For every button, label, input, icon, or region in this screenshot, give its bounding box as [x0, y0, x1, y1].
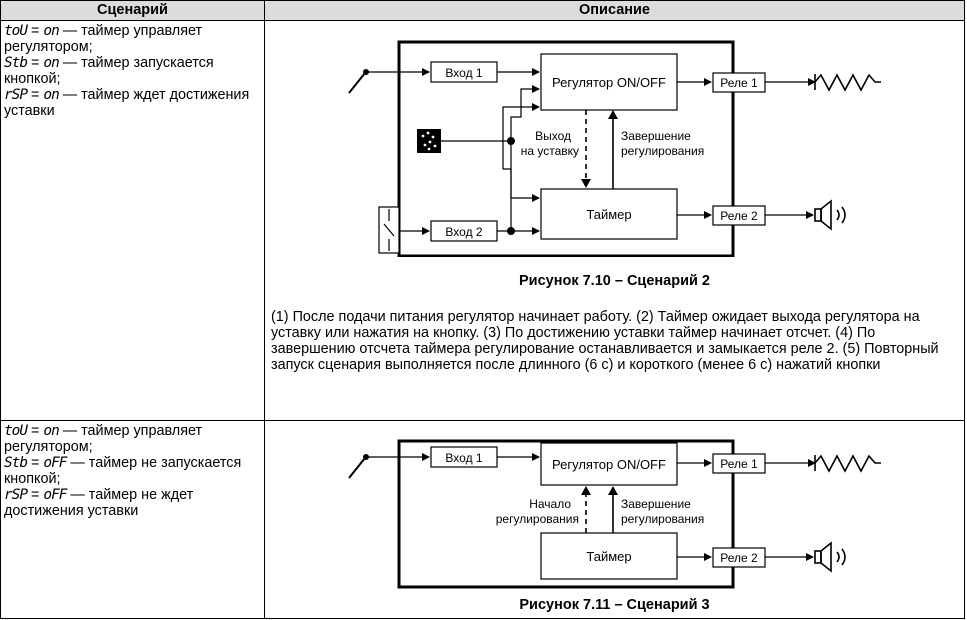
- param-code: rSP: [4, 87, 28, 103]
- param-description: — таймер управляет регулятором;: [4, 423, 203, 455]
- scenario-cell: toU = on — таймер управляет регулятором;…: [0, 420, 265, 619]
- heater-icon: [814, 73, 881, 92]
- param-description: — таймер ждет достижения уставки: [4, 87, 250, 119]
- arrow-label-regulation: регулирования: [621, 512, 704, 526]
- table-header-row: Сценарий Описание: [0, 0, 965, 21]
- relay-1-label: Реле 1: [720, 457, 758, 471]
- param-code: toU: [4, 423, 28, 439]
- arrow-label-exit: Выход: [535, 129, 571, 143]
- description-cell: Вход 1 Регулятор ON/OFF Реле 1: [264, 20, 965, 421]
- param-value: on: [43, 87, 59, 103]
- scenario-line: Stb = oFF — таймер не запускается кнопко…: [4, 455, 242, 487]
- param-description: — таймер не запускается кнопкой;: [4, 455, 242, 487]
- regulator-label: Регулятор ON/OFF: [552, 75, 666, 90]
- arrow-label-start: Начало: [529, 497, 571, 511]
- arrow-label-completion: Завершение: [621, 497, 691, 511]
- sensor-icon: [348, 454, 369, 479]
- regulator-label: Регулятор ON/OFF: [552, 457, 666, 472]
- param-code: toU: [4, 23, 28, 39]
- param-description: — таймер запускается кнопкой;: [4, 55, 214, 87]
- arrow-label-regulation: регулирования: [496, 512, 579, 526]
- device-frame: [397, 40, 735, 257]
- switch-icon: [378, 206, 400, 254]
- arrow-label-setpoint: на уставку: [521, 144, 579, 158]
- figure-caption: Рисунок 7.10 – Сценарий 2: [518, 273, 710, 289]
- param-code: Stb: [4, 55, 28, 71]
- param-description: — таймер не ждет достижения уставки: [4, 487, 194, 519]
- button-icon: [417, 129, 441, 153]
- column-header-description: Описание: [264, 0, 965, 21]
- description-cell: Вход 1 Регулятор ON/OFF Реле 1 Начало ре…: [264, 420, 965, 619]
- scenario-3-diagram: Вход 1 Регулятор ON/OFF Реле 1 Начало ре…: [348, 439, 881, 589]
- arrow-label-regulation: регулирования: [621, 144, 704, 158]
- arrow-label-completion: Завершение: [621, 129, 691, 143]
- regulator-box: [540, 442, 678, 486]
- scenario-line: rSP = on — таймер ждет достижения уставк…: [4, 87, 250, 119]
- param-value: oFF: [43, 487, 67, 503]
- timer-box: [540, 532, 678, 580]
- table-row: toU = on — таймер управляет регулятором;…: [0, 420, 965, 619]
- timer-label: Таймер: [586, 549, 631, 564]
- scenario-cell: toU = on — таймер управляет регулятором;…: [0, 20, 265, 421]
- table-row: toU = on — таймер управляет регулятором;…: [0, 20, 965, 421]
- relay-2-label: Реле 2: [720, 209, 758, 223]
- timer-label: Таймер: [586, 207, 631, 222]
- input-2-label: Вход 2: [445, 225, 482, 239]
- param-value: oFF: [43, 455, 67, 471]
- scenario-line: toU = on — таймер управляет регулятором;: [4, 423, 203, 455]
- param-code: rSP: [4, 487, 28, 503]
- param-value: on: [43, 423, 59, 439]
- speaker-icon: [814, 541, 846, 573]
- param-value: on: [43, 23, 59, 39]
- param-code: Stb: [4, 455, 28, 471]
- column-header-scenario: Сценарий: [0, 0, 265, 21]
- heater-icon: [814, 454, 881, 473]
- param-value: on: [43, 55, 59, 71]
- relay-1-label: Реле 1: [720, 76, 758, 90]
- timer-box: [540, 188, 678, 240]
- scenario-2-diagram: Вход 1 Регулятор ON/OFF Реле 1: [348, 40, 881, 257]
- device-frame: [397, 439, 735, 589]
- relay-2-label: Реле 2: [720, 551, 758, 565]
- speaker-icon: [814, 199, 846, 231]
- figure-caption: Рисунок 7.11 – Сценарий 3: [519, 597, 710, 613]
- scenario-line: Stb = on — таймер запускается кнопкой;: [4, 55, 214, 87]
- scenario-line: toU = on — таймер управляет регулятором;: [4, 23, 203, 55]
- scenario-description-paragraph: (1) После подачи питания регулятор начин…: [271, 309, 939, 373]
- scenario-line: rSP = oFF — таймер не ждет достижения ус…: [4, 487, 194, 519]
- input-1-label: Вход 1: [445, 451, 482, 465]
- input-1-label: Вход 1: [445, 66, 482, 80]
- regulator-box: [540, 53, 678, 111]
- param-description: — таймер управляет регулятором;: [4, 23, 203, 55]
